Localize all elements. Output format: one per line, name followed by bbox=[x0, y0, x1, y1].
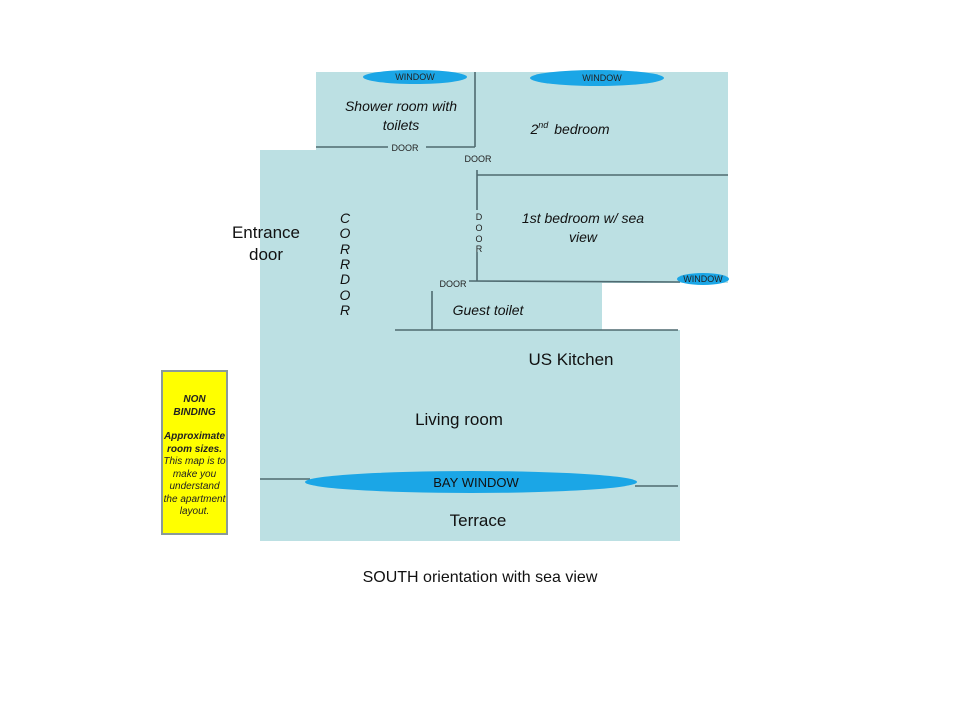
door-letter: O bbox=[475, 234, 482, 244]
bedroom1-window-label: WINDOW bbox=[683, 274, 723, 284]
shower-window-label: WINDOW bbox=[395, 72, 435, 82]
bedroom1-window bbox=[677, 273, 729, 285]
door-letter: D bbox=[476, 212, 483, 222]
corridor-letter: R bbox=[340, 241, 350, 257]
note-bold: Approximate room sizes. bbox=[163, 431, 226, 455]
note-line1: NON bbox=[183, 394, 206, 405]
bedroom1-door-label: D O O R bbox=[475, 212, 482, 254]
corridor-letter: O bbox=[340, 225, 351, 241]
bedroom2-rest: bedroom bbox=[554, 121, 610, 137]
shower-room-label: Shower room with bbox=[345, 98, 457, 114]
corridor-letter: R bbox=[340, 256, 350, 272]
door-letter: R bbox=[476, 244, 483, 254]
bedroom2-window-label: WINDOW bbox=[582, 73, 622, 83]
shower-room-label-2: toilets bbox=[383, 117, 420, 133]
corridor-letter: C bbox=[340, 210, 351, 226]
shower-door-label: DOOR bbox=[392, 143, 420, 153]
entrance-door-label-2: door bbox=[249, 245, 283, 264]
apartment-floor bbox=[260, 72, 728, 541]
guest-toilet-door-label: DOOR bbox=[440, 279, 468, 289]
bedroom1-label: 1st bedroom w/ sea bbox=[522, 210, 644, 226]
guest-toilet-label: Guest toilet bbox=[453, 302, 525, 318]
bedroom1-label-2: view bbox=[569, 229, 598, 245]
shower-window bbox=[363, 70, 467, 84]
living-room-label: Living room bbox=[415, 410, 503, 429]
terrace-label: Terrace bbox=[450, 511, 507, 530]
bay-window-label: BAY WINDOW bbox=[433, 475, 519, 490]
note-line2: BINDING bbox=[173, 406, 216, 418]
bedroom2-label: 2nd bedroom bbox=[529, 120, 609, 137]
door-letter: O bbox=[475, 223, 482, 233]
bedroom2-window bbox=[530, 70, 664, 86]
corridor-letter: R bbox=[340, 302, 350, 318]
non-binding-note: NON BINDING Approximate room sizes. This… bbox=[161, 370, 228, 535]
note-text: This map is to make you understand the a… bbox=[163, 456, 226, 517]
bedroom2-door-label: DOOR bbox=[465, 154, 493, 164]
bay-window bbox=[305, 471, 637, 493]
kitchen-label: US Kitchen bbox=[528, 350, 613, 369]
corridor-letter: O bbox=[340, 287, 351, 303]
corridor-letter: D bbox=[340, 271, 350, 287]
bedroom2-num: 2 bbox=[529, 121, 538, 137]
entrance-door-label: Entrance bbox=[232, 223, 300, 242]
corridor-label: C O R R D O R bbox=[340, 210, 351, 318]
orientation-caption: SOUTH orientation with sea view bbox=[363, 569, 598, 586]
bedroom2-sup: nd bbox=[538, 120, 549, 130]
walls bbox=[260, 72, 728, 487]
